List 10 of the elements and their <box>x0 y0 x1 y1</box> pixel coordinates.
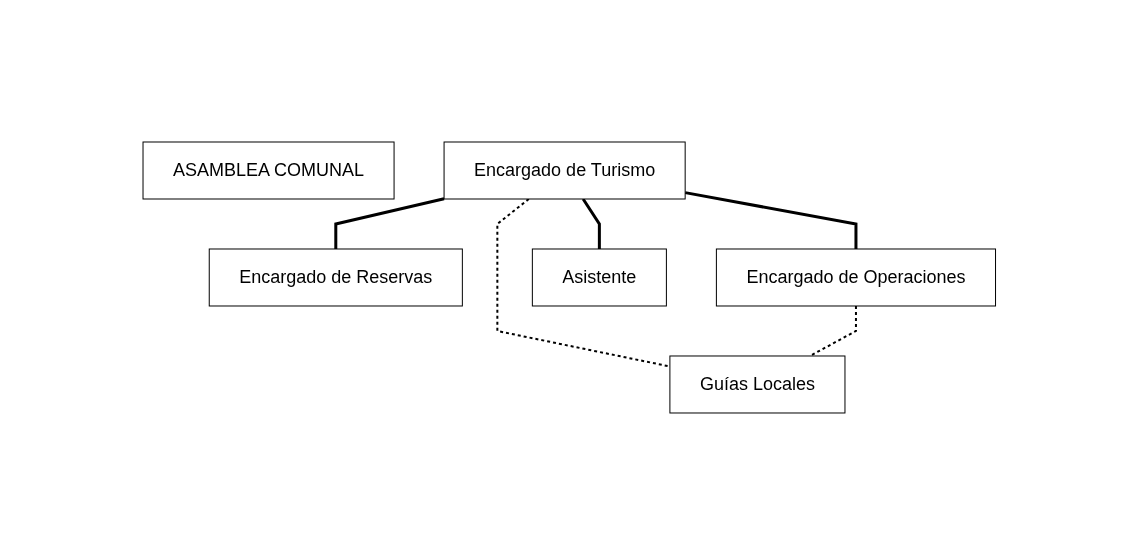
node-box: Asistente <box>532 248 668 306</box>
connector <box>334 196 445 249</box>
node-box: Guías Locales <box>669 355 846 413</box>
node-box: Encargado de Reservas <box>208 248 464 306</box>
connector <box>582 197 602 249</box>
node-box: ASAMBLEA COMUNAL <box>142 141 395 199</box>
connector <box>685 190 858 249</box>
connector <box>809 304 858 357</box>
node-box: Encargado de Turismo <box>443 141 686 199</box>
node-box: Encargado de Operaciones <box>716 248 997 306</box>
